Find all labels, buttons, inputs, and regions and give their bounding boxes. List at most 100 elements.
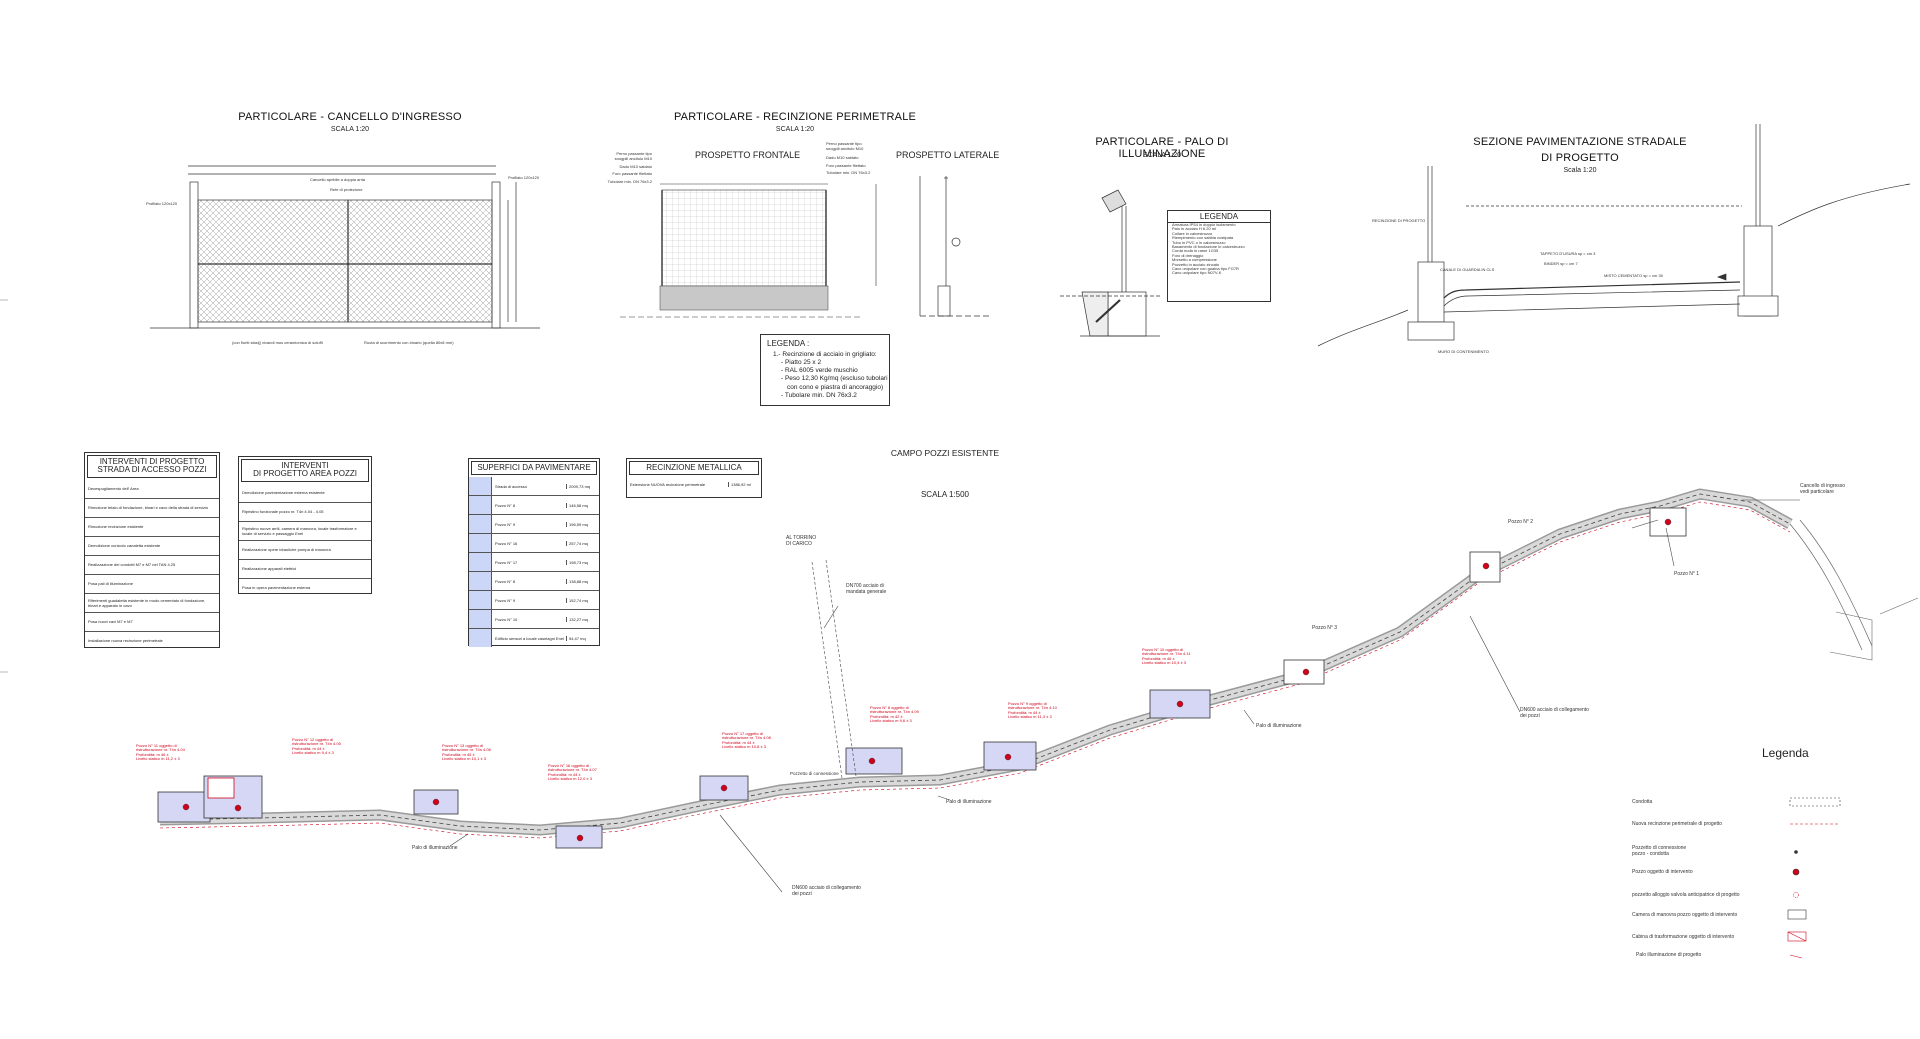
legend-item: pozzetto alloggio valvola anticipatrice … [1632,892,1740,898]
dn700-label: DN700 acciaio di mandata generale [846,583,887,595]
table-row: Demolizione cunicolo canaletta esistente [85,537,219,556]
plan-title: CAMPO POZZI ESISTENTE [890,448,1000,458]
fence-front-label: PROSPETTO FRONTALE [695,150,801,160]
pole-legend-item: Pozzetto in acciaio zincato [1172,261,1220,267]
gate-detail-title: PARTICOLARE - CANCELLO D'INGRESSO [238,111,462,123]
table-row: Riferimenti guadaletta esistente in modo… [85,594,219,613]
fence-right-note: Tubolare min. DN 76x3.2 [826,170,871,175]
fence-left-note: snogpili ancitulo M10 [614,156,652,161]
pole-legend-item: Collare in calcestruzzo [1172,230,1213,236]
fence-detail-scale: SCALA 1:20 [775,126,815,133]
palo-label: Palo di illuminazione [1256,723,1302,729]
gate-note: Profilato 120x120 [146,201,178,206]
section-label: CANALE DI GUARDIA IN CLS [1440,267,1495,272]
section-detail-title: SEZIONE PAVIMENTAZIONE STRADALE [1473,136,1687,148]
table-row: Demolizione pavimentazione esterna esist… [239,484,371,503]
well-note: Pozzo N° 12 oggetto di ristrutturazione … [292,737,341,756]
pozzo-label: Pozzo N° 2 [1508,519,1534,525]
well-note: Pozzo N° 8 oggetto di ristrutturazione n… [870,705,919,724]
table-row: Realizzazione dei condotti M7 e M7 nel T… [85,556,219,575]
well-note: Pozzo N° 11 oggetto di ristrutturazione … [136,743,185,762]
pole-legend-item: Corda nuda in rame 1G35 [1172,248,1219,254]
table-row: Rimozione telaio di fondazione, binari e… [85,499,219,518]
fence-legend-line: 1.- Recinzione di acciaio in grigliato: [773,351,877,358]
table-row: Realizzazione opere idrauliche pompa di … [239,541,371,560]
gate-detail-scale: SCALA 1:20 [330,126,370,133]
section-label: MISTO CEMENTATO sp = cm 30 [1604,273,1663,278]
legend-item: Camera di manovra pozzo oggetto di inter… [1632,912,1738,918]
table-row: Ripristino funzionale pozzo nr. T4n 4.04… [239,503,371,522]
table-strada: INTERVENTI DI PROGETTO STRADA DI ACCESSO… [84,452,220,648]
pozzo-label: Pozzo N° 1 [1674,571,1700,577]
pole-legend-item: Palo in acciaio H 6.20 ml [1172,226,1217,232]
legend-item: Pozzo oggetto di intervento [1632,869,1693,875]
gate-note: Rete di protezione [330,187,363,192]
pole-legend-item: Armatura IP54 in doppio isolamento [1172,222,1236,227]
fence-detail-title: PARTICOLARE - RECINZIONE PERIMETRALE [673,111,917,123]
gate-elevation-drawing [150,165,540,329]
table-row: Rimozione recinzione esistente [85,518,219,537]
fence-legend-line: con cono e piastra di ancoraggio) [787,383,884,391]
fence-legend-line: - Piatto 25 x 2 [781,359,822,367]
table-superfici: SUPERFICI DA PAVIMENTARE Strada di acces… [468,458,600,648]
well-note: Pozzo N° 16 oggetto di ristrutturazione … [548,763,597,782]
table-superfici-title: SUPERFICI DA PAVIMENTARE [471,461,597,476]
fence-left-note: Tubolare min. DN 76x3.2 [607,179,652,184]
section-detail-scale: Scala 1:20 [1563,167,1597,174]
table-recinzione: RECINZIONE METALLICA Estensione NUOVA re… [626,458,762,498]
light-pole-drawing [1060,189,1160,337]
fence-left-note: Foro passante filettato [612,171,652,176]
table-row: Installazione nuova recinzione perimetra… [88,638,163,644]
table-recinzione-title: RECINZIONE METALLICA [629,461,759,476]
palo-label: Palo di illuminazione [412,845,458,851]
pole-legend-title: LEGENDA [1168,211,1270,223]
well-areas [157,507,1687,849]
section-label: TAPPETO D'USURA sp = cm 3 [1540,251,1596,256]
pole-legend-item: Cavo unipolare tipo N07V-K [1172,270,1222,276]
plan-scale: SCALA 1:500 [920,490,970,499]
access-road-plan [159,488,1919,839]
legend-title: Legenda [1762,746,1809,760]
table-row: Decespugliamento dell' Area [85,480,219,499]
fence-legend-line: - Peso 12,30 Kg/mq (escluso tubolari [781,375,888,383]
dn600-label-a: DN600 acciaio di collegamento dei pozzi [792,885,861,897]
gate-note: Cancello apribile a doppia anta [310,177,365,182]
pole-legend-item: Foro di drenaggio [1172,252,1204,258]
palo-label: Palo di illuminazione [946,799,992,805]
section-detail-title2: DI PROGETTO [1541,152,1619,164]
section-label: MURO DI CONTENIMENTO [1438,349,1489,354]
table-row: Posa nuovi cavi M7 e M7 [85,613,219,632]
well-note: Pozzo N° 10 oggetto di ristrutturazione … [1142,647,1191,666]
pole-legend-box: LEGENDA Armatura IP54 in doppio isolamen… [1167,210,1271,302]
well-note: Pozzo N° 13 oggetto di ristrutturazione … [442,743,491,762]
dn600-label-b: DN600 acciaio di collegamento dei pozzi [1520,707,1589,719]
fence-side-label: PROSPETTO LATERALE [896,150,1000,160]
fence-side-drawing [919,176,990,317]
fence-right-note: Perno passante tipo [826,141,862,146]
fence-legend-line: - Tubolare min. DN 76x3.2 [781,391,857,399]
fence-left-note: Perno passante tipo [616,151,652,156]
gate-note: (con fioriti sfasij) vivandi mus ceramio… [232,340,323,345]
pozzo-label: Pozzo N° 3 [1312,625,1338,631]
fence-right-note: Dado M10 saldato [826,155,859,160]
pole-legend-item: Basamento di fondazione in calcestruzzo [1172,243,1245,249]
table-row: Ripristino nuove arrili, camera di manov… [239,522,371,541]
table-area-title: INTERVENTI DI PROGETTO AREA POZZI [241,459,369,482]
table-area: INTERVENTI DI PROGETTO AREA POZZI Demoli… [238,456,372,594]
fence-legend-box: LEGENDA : 1.- Recinzione di acciaio in g… [760,334,890,406]
fence-right-note: snogpili ancitulo M10 [826,146,864,151]
cancello-plan-label: Cancello di ingresso vedi particolare [1800,483,1846,495]
gate-note: Profilato 120x120 [508,175,540,180]
legend-symbols [1787,797,1841,959]
gate-note: Ruota di scorrimento con binario (quella… [364,340,454,345]
table-strada-title: INTERVENTI DI PROGETTO STRADA DI ACCESSO… [87,455,217,478]
legend-item: Pozzetto di connessione pozzo - condotta [1632,845,1687,857]
